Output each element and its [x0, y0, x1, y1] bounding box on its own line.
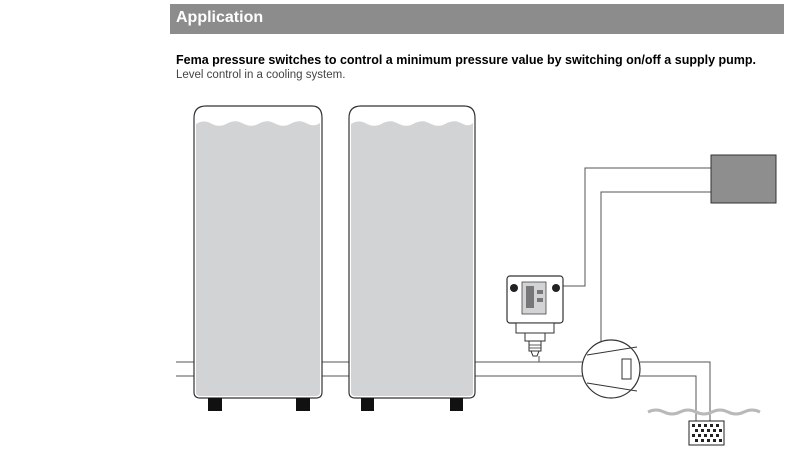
application-subtitle: Fema pressure switches to control a mini…	[176, 53, 756, 67]
strainer-icon	[688, 420, 725, 446]
application-caption: Level control in a cooling system.	[176, 69, 346, 81]
header-bar: Application	[170, 4, 784, 34]
tank-icon	[193, 105, 323, 411]
page-title: Application	[176, 9, 264, 26]
control-cable	[563, 167, 711, 362]
control-box-icon	[710, 154, 777, 204]
suction-pipe	[640, 361, 711, 421]
pump-icon	[581, 339, 641, 399]
tank-icon	[348, 105, 476, 411]
pressure-switch-icon	[506, 275, 564, 362]
water-surface	[647, 408, 761, 416]
